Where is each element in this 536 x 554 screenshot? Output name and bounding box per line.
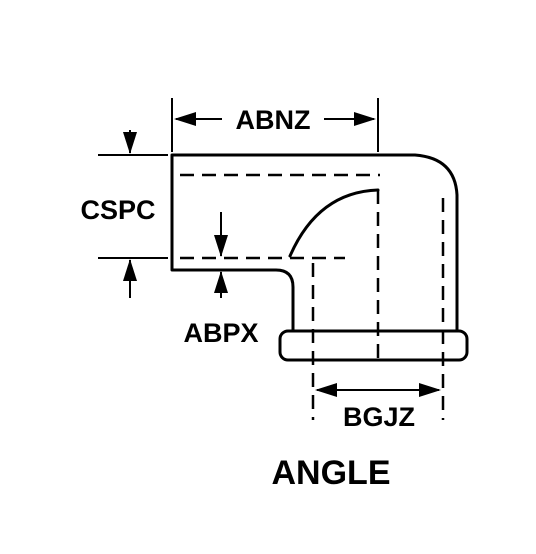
- bgjz-label: BGJZ: [343, 402, 415, 432]
- flange-collar: [278, 329, 469, 362]
- abnz-arrow-right: [354, 112, 376, 126]
- inner-bore-curve: [288, 188, 380, 258]
- diagram-caption: ANGLE: [272, 454, 391, 492]
- bgjz-arrow-left: [315, 383, 337, 397]
- abpx-arrow-bottom: [214, 271, 228, 293]
- abnz-arrow-left: [174, 112, 196, 126]
- abnz-label: ABNZ: [236, 105, 311, 135]
- cspc-label: CSPC: [80, 195, 155, 225]
- abpx-arrow-top: [214, 235, 228, 257]
- elbow-body-outline: [170, 153, 459, 333]
- cspc-arrow-bottom: [123, 259, 137, 281]
- bgjz-arrow-right: [419, 383, 441, 397]
- abpx-label: ABPX: [183, 318, 258, 348]
- cspc-arrow-top: [123, 132, 137, 154]
